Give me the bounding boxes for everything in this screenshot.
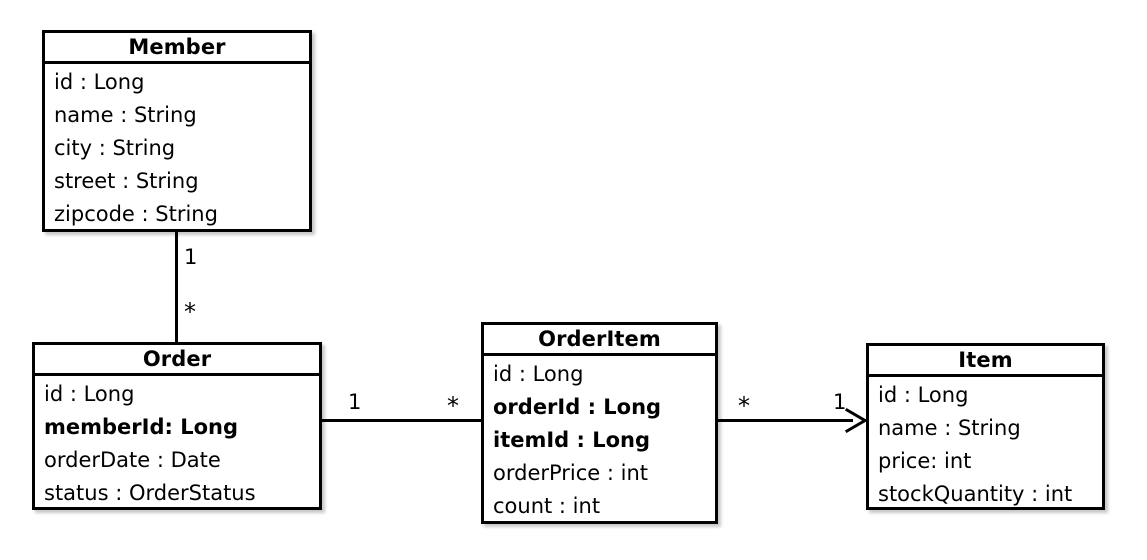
relationship-line-orderitem-item[interactable] [717, 419, 853, 422]
attribute-row: zipcode : String [54, 202, 218, 226]
class-box-member[interactable]: Member id : Long name : String city : St… [42, 30, 312, 232]
multiplicity-order-orderitem-source: 1 [348, 390, 362, 414]
class-name-item: Item [869, 346, 1102, 377]
class-box-item[interactable]: Item id : Long name : String price: int … [866, 343, 1105, 510]
attribute-row: name : String [54, 103, 197, 127]
attribute-row: name : String [878, 416, 1021, 440]
multiplicity-orderitem-item-target: 1 [833, 390, 847, 414]
attribute-row: count : int [493, 494, 601, 518]
class-name-member: Member [45, 33, 309, 64]
class-box-orderitem[interactable]: OrderItem id : Long orderId : Long itemI… [481, 322, 718, 524]
attribute-row: id : Long [493, 362, 584, 386]
class-box-order[interactable]: Order id : Long memberId: Long orderDate… [32, 342, 322, 510]
attribute-row: id : Long [54, 70, 145, 94]
class-name-order: Order [35, 345, 319, 376]
attribute-row-foreign-key: orderId : Long [493, 395, 662, 419]
attribute-row: status : OrderStatus [44, 481, 256, 505]
attribute-row-foreign-key: memberId: Long [44, 415, 238, 439]
multiplicity-member-order-source: 1 [184, 245, 198, 269]
class-attributes-item: id : Long name : String price: int stock… [869, 377, 1102, 514]
attribute-row-foreign-key: itemId : Long [493, 428, 651, 452]
multiplicity-orderitem-item-source: * [738, 392, 750, 420]
attribute-row: city : String [54, 136, 176, 160]
multiplicity-member-order-target: * [184, 298, 196, 326]
arrowhead-icon [844, 407, 868, 434]
attribute-row: id : Long [44, 382, 135, 406]
relationship-line-member-order[interactable] [175, 230, 178, 344]
attribute-row: street : String [54, 169, 199, 193]
multiplicity-order-orderitem-target: * [447, 392, 459, 420]
class-attributes-orderitem: id : Long orderId : Long itemId : Long o… [484, 356, 715, 526]
class-name-orderitem: OrderItem [484, 325, 715, 356]
relationship-line-order-orderitem[interactable] [321, 419, 482, 422]
attribute-row: orderDate : Date [44, 448, 221, 472]
attribute-row: stockQuantity : int [878, 482, 1073, 506]
attribute-row: orderPrice : int [493, 461, 649, 485]
class-attributes-member: id : Long name : String city : String st… [45, 64, 309, 234]
attribute-row: id : Long [878, 383, 969, 407]
attribute-row: price: int [878, 449, 972, 473]
class-attributes-order: id : Long memberId: Long orderDate : Dat… [35, 376, 319, 513]
